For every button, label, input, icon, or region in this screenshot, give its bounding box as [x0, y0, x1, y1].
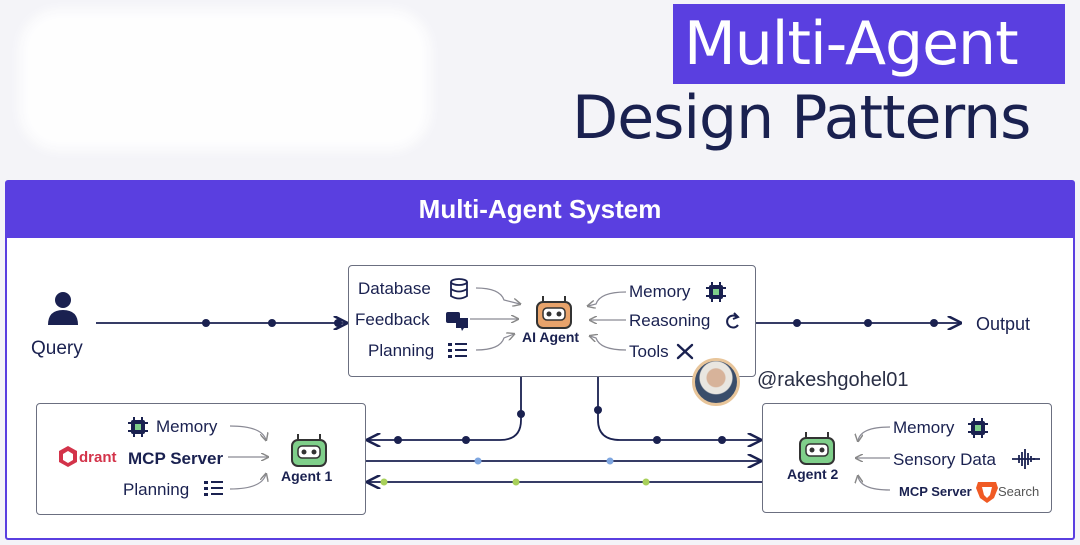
agent2-item-sensory-data: Sensory Data	[893, 450, 996, 469]
tools-icon	[676, 343, 694, 360]
chip-icon	[706, 282, 726, 302]
ai-to-agent2-line	[594, 377, 760, 444]
robot-icon	[536, 296, 572, 329]
output-flow-line	[756, 319, 960, 327]
ai-agent-internal-arrows	[470, 287, 627, 351]
database-icon	[450, 278, 468, 300]
ai-item-memory: Memory	[629, 282, 691, 301]
qdrant-brand-text: drant	[79, 449, 117, 466]
refresh-icon	[726, 312, 740, 329]
ai-item-reasoning: Reasoning	[629, 311, 711, 330]
ai-item-feedback: Feedback	[355, 310, 430, 329]
agent2-item-memory: Memory	[893, 418, 955, 437]
blurred-region	[20, 10, 430, 150]
frame-title: Multi-Agent System	[418, 194, 662, 224]
author-handle: @rakeshgohel01	[757, 369, 909, 391]
qdrant-logo-icon	[59, 446, 77, 467]
agent2-internal-arrows	[856, 426, 891, 491]
robot-icon	[799, 432, 835, 465]
search-label: Search	[998, 484, 1040, 499]
ai-agent-name: AI Agent	[522, 329, 580, 345]
agent2-to-agent1-line	[368, 479, 762, 486]
output-label: Output	[976, 314, 1031, 334]
ai-item-planning: Planning	[368, 341, 435, 360]
agent1-item-memory: Memory	[156, 417, 218, 436]
waveform-icon	[1012, 449, 1040, 469]
chip-icon	[128, 417, 148, 437]
agent1-internal-arrows	[228, 425, 268, 490]
user-icon	[48, 292, 78, 325]
list-icon	[204, 481, 223, 496]
page-title-line1: Multi-Agent	[684, 9, 1019, 79]
page-title-line2: Design Patterns	[572, 83, 1031, 153]
brave-shield-icon	[976, 482, 998, 503]
frame-header: Multi-Agent System	[7, 182, 1073, 238]
robot-icon	[291, 434, 327, 467]
feedback-icon	[446, 312, 468, 331]
agent2-item-mcp-server: MCP Server	[899, 484, 972, 499]
list-icon	[448, 343, 467, 358]
agent1-item-planning: Planning	[123, 480, 190, 499]
agent1-item-mcp-server: MCP Server	[128, 449, 224, 468]
agent1-name: Agent 1	[281, 468, 333, 484]
title-highlight	[673, 4, 1065, 84]
query-label: Query	[31, 338, 83, 359]
ai-to-agent1-line	[368, 377, 525, 444]
query-flow-line	[96, 319, 346, 327]
author-avatar	[692, 358, 740, 406]
agent1-to-agent2-line	[366, 458, 760, 465]
ai-item-database: Database	[358, 279, 431, 298]
agent2-name: Agent 2	[787, 466, 839, 482]
chip-icon	[968, 418, 988, 438]
ai-item-tools: Tools	[629, 342, 669, 361]
